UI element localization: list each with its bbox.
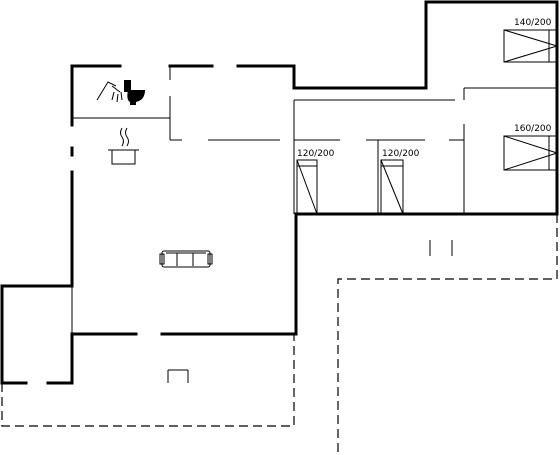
bed-140-200: 140/200 bbox=[503, 18, 558, 63]
bed-120-200-b: 120/200 bbox=[380, 149, 420, 215]
table-icon bbox=[167, 369, 189, 383]
outer-walls bbox=[0, 0, 559, 385]
sofa-icon bbox=[159, 250, 213, 268]
bed-120-200-a: 120/200 bbox=[296, 149, 335, 215]
toilet-icon bbox=[124, 80, 145, 105]
bed-160-200: 160/200 bbox=[503, 124, 558, 171]
interior-walls bbox=[71, 66, 557, 334]
bed-label: 120/200 bbox=[297, 149, 335, 159]
bed-label: 120/200 bbox=[382, 149, 420, 159]
bed-label: 140/200 bbox=[514, 18, 552, 28]
shower-icon bbox=[96, 81, 123, 103]
terrace-outline bbox=[1, 214, 558, 452]
cooking-pot-icon bbox=[108, 127, 139, 165]
bed-label: 160/200 bbox=[514, 124, 552, 134]
